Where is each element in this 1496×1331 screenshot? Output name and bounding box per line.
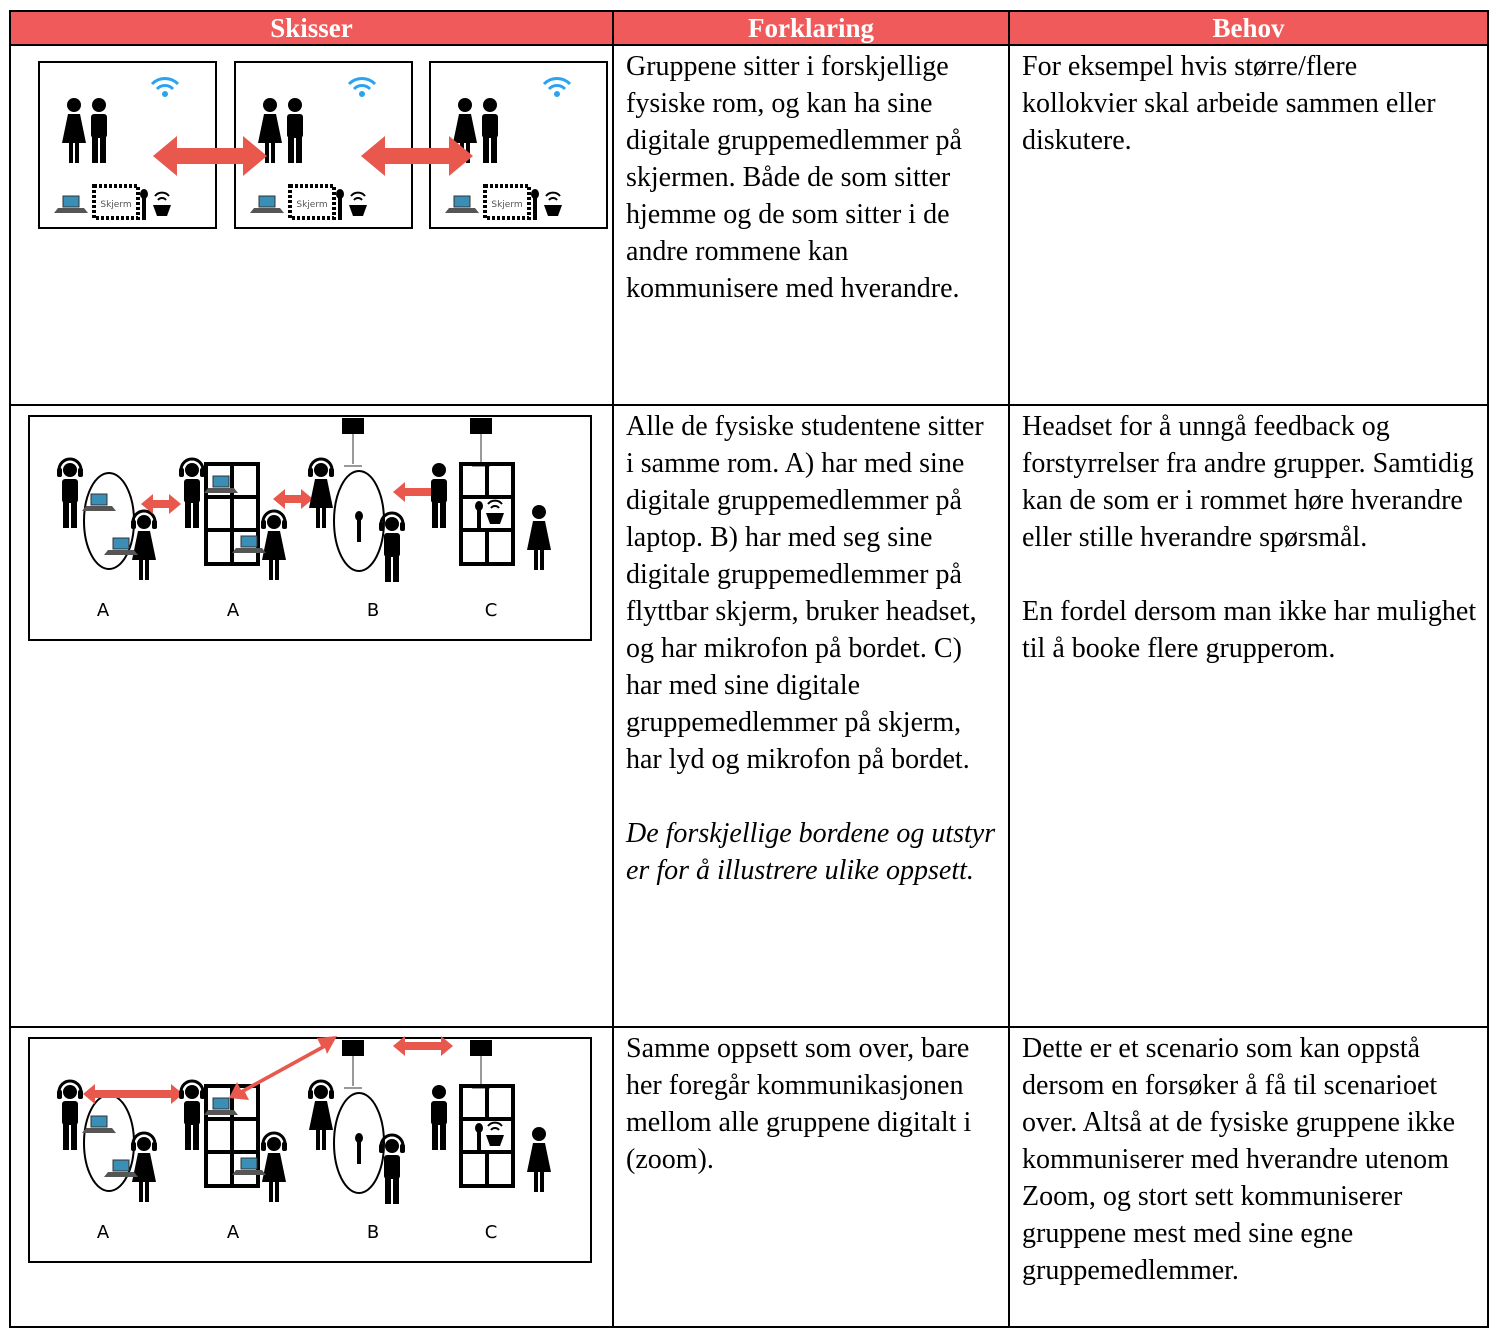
person-icon	[62, 1085, 78, 1150]
need-cell-1: For eksempel hvis større/flere kollokvie…	[1008, 44, 1489, 406]
need-text: Headset for å unngå feedback og forstyrr…	[1022, 411, 1474, 553]
group-label: B	[367, 600, 379, 621]
person-icon	[431, 1085, 447, 1150]
explanation-cell-1: Gruppene sitter i forskjellige fysiske r…	[612, 44, 1010, 406]
sketch-cell-2: A A B C	[9, 404, 614, 1028]
microphone-icon	[336, 189, 344, 220]
person-icon	[482, 98, 498, 163]
laptop-icon	[231, 1157, 267, 1176]
need-cell-3: Dette er et scenario som kan oppstå ders…	[1008, 1026, 1489, 1328]
group-label: A	[227, 600, 240, 621]
group-label: B	[367, 1222, 379, 1243]
double-arrow-icon	[83, 1084, 183, 1104]
scenario-table: Skisser Forklaring Behov Skjerm	[9, 10, 1489, 1328]
screen-label: Skjerm	[100, 200, 131, 210]
screen-stand-icon	[341, 417, 365, 467]
person-icon	[62, 463, 78, 528]
person-icon	[184, 1085, 200, 1150]
person-icon	[91, 98, 107, 163]
person-icon	[287, 98, 303, 163]
need-cell-2: Headset for å unngå feedback og forstyrr…	[1008, 404, 1489, 1028]
person-icon	[527, 1127, 551, 1192]
screen-stand-icon	[469, 417, 493, 467]
screen-label: Skjerm	[296, 200, 327, 210]
person-icon	[384, 517, 400, 582]
group-label: C	[485, 600, 498, 621]
speaker-icon	[348, 191, 368, 217]
speaker-icon	[485, 499, 505, 525]
sketch-cell-3: A A B C	[9, 1026, 614, 1328]
microphone-icon	[140, 189, 148, 220]
explanation-text: Alle de fysiske studentene sitter i samm…	[626, 411, 984, 775]
microphone-icon	[531, 189, 539, 220]
screen-icon	[483, 184, 531, 220]
explanation-text: Samme oppsett som over, bare her foregår…	[626, 1033, 972, 1175]
person-icon	[431, 463, 447, 528]
laptop-icon	[444, 195, 480, 214]
microphone-icon	[475, 1123, 483, 1154]
explanation-cell-2: Alle de fysiske studentene sitter i samm…	[612, 404, 1010, 1028]
group-label: A	[97, 1222, 110, 1243]
sketch-separate-rooms: Skjerm Skjerm	[38, 61, 608, 229]
need-text: Dette er et scenario som kan oppstå ders…	[1022, 1033, 1456, 1286]
microphone-icon	[355, 1133, 363, 1164]
table-header-row: Skisser Forklaring Behov	[9, 10, 1489, 46]
wifi-icon	[347, 76, 377, 99]
laptop-icon	[53, 195, 89, 214]
explanation-cell-3: Samme oppsett som over, bare her foregår…	[612, 1026, 1010, 1328]
sketch-cell-1: Skjerm Skjerm	[9, 44, 614, 406]
double-arrow-icon	[393, 482, 443, 502]
sketch-same-room: A A B C	[28, 415, 592, 641]
screen-stand-icon	[341, 1039, 365, 1089]
double-arrow-icon	[393, 1036, 453, 1056]
screen-stand-icon	[469, 1039, 493, 1089]
laptop-icon	[231, 535, 267, 554]
person-icon	[62, 98, 86, 163]
wifi-icon	[150, 76, 180, 99]
group-label: A	[97, 600, 110, 621]
person-icon	[184, 463, 200, 528]
group-label: C	[485, 1222, 498, 1243]
speaker-icon	[152, 191, 172, 217]
double-arrow-icon	[361, 136, 473, 176]
table-row: A A B C Alle de fysiske studentene sitte…	[9, 404, 1489, 1028]
screen-icon	[92, 184, 140, 220]
screen-icon	[288, 184, 336, 220]
microphone-icon	[475, 501, 483, 532]
speaker-icon	[485, 1121, 505, 1147]
header-behov: Behov	[1008, 10, 1489, 46]
person-icon	[384, 1139, 400, 1204]
need-text-2: En fordel dersom man ikke har mulighet t…	[1022, 596, 1477, 664]
speaker-icon	[543, 191, 563, 217]
wifi-icon	[542, 76, 572, 99]
sketch-digital-communication: A A B C	[28, 1036, 592, 1263]
microphone-icon	[355, 511, 363, 542]
table-row: Skjerm Skjerm	[9, 44, 1489, 406]
double-arrow-icon	[229, 1036, 337, 1100]
need-text: For eksempel hvis større/flere kollokvie…	[1022, 51, 1436, 156]
double-arrow-icon	[273, 489, 313, 509]
screen-label: Skjerm	[491, 200, 522, 210]
header-skisser: Skisser	[9, 10, 614, 46]
explanation-note: De forskjellige bordene og utstyr er for…	[626, 818, 996, 886]
explanation-text: Gruppene sitter i forskjellige fysiske r…	[626, 51, 962, 304]
double-arrow-icon	[153, 136, 267, 176]
header-forklaring: Forklaring	[612, 10, 1010, 46]
laptop-icon	[249, 195, 285, 214]
group-label: A	[227, 1222, 240, 1243]
table-row: A A B C Samme oppsett som over, bare her…	[9, 1026, 1489, 1328]
person-icon	[527, 505, 551, 570]
double-arrow-icon	[141, 494, 181, 514]
